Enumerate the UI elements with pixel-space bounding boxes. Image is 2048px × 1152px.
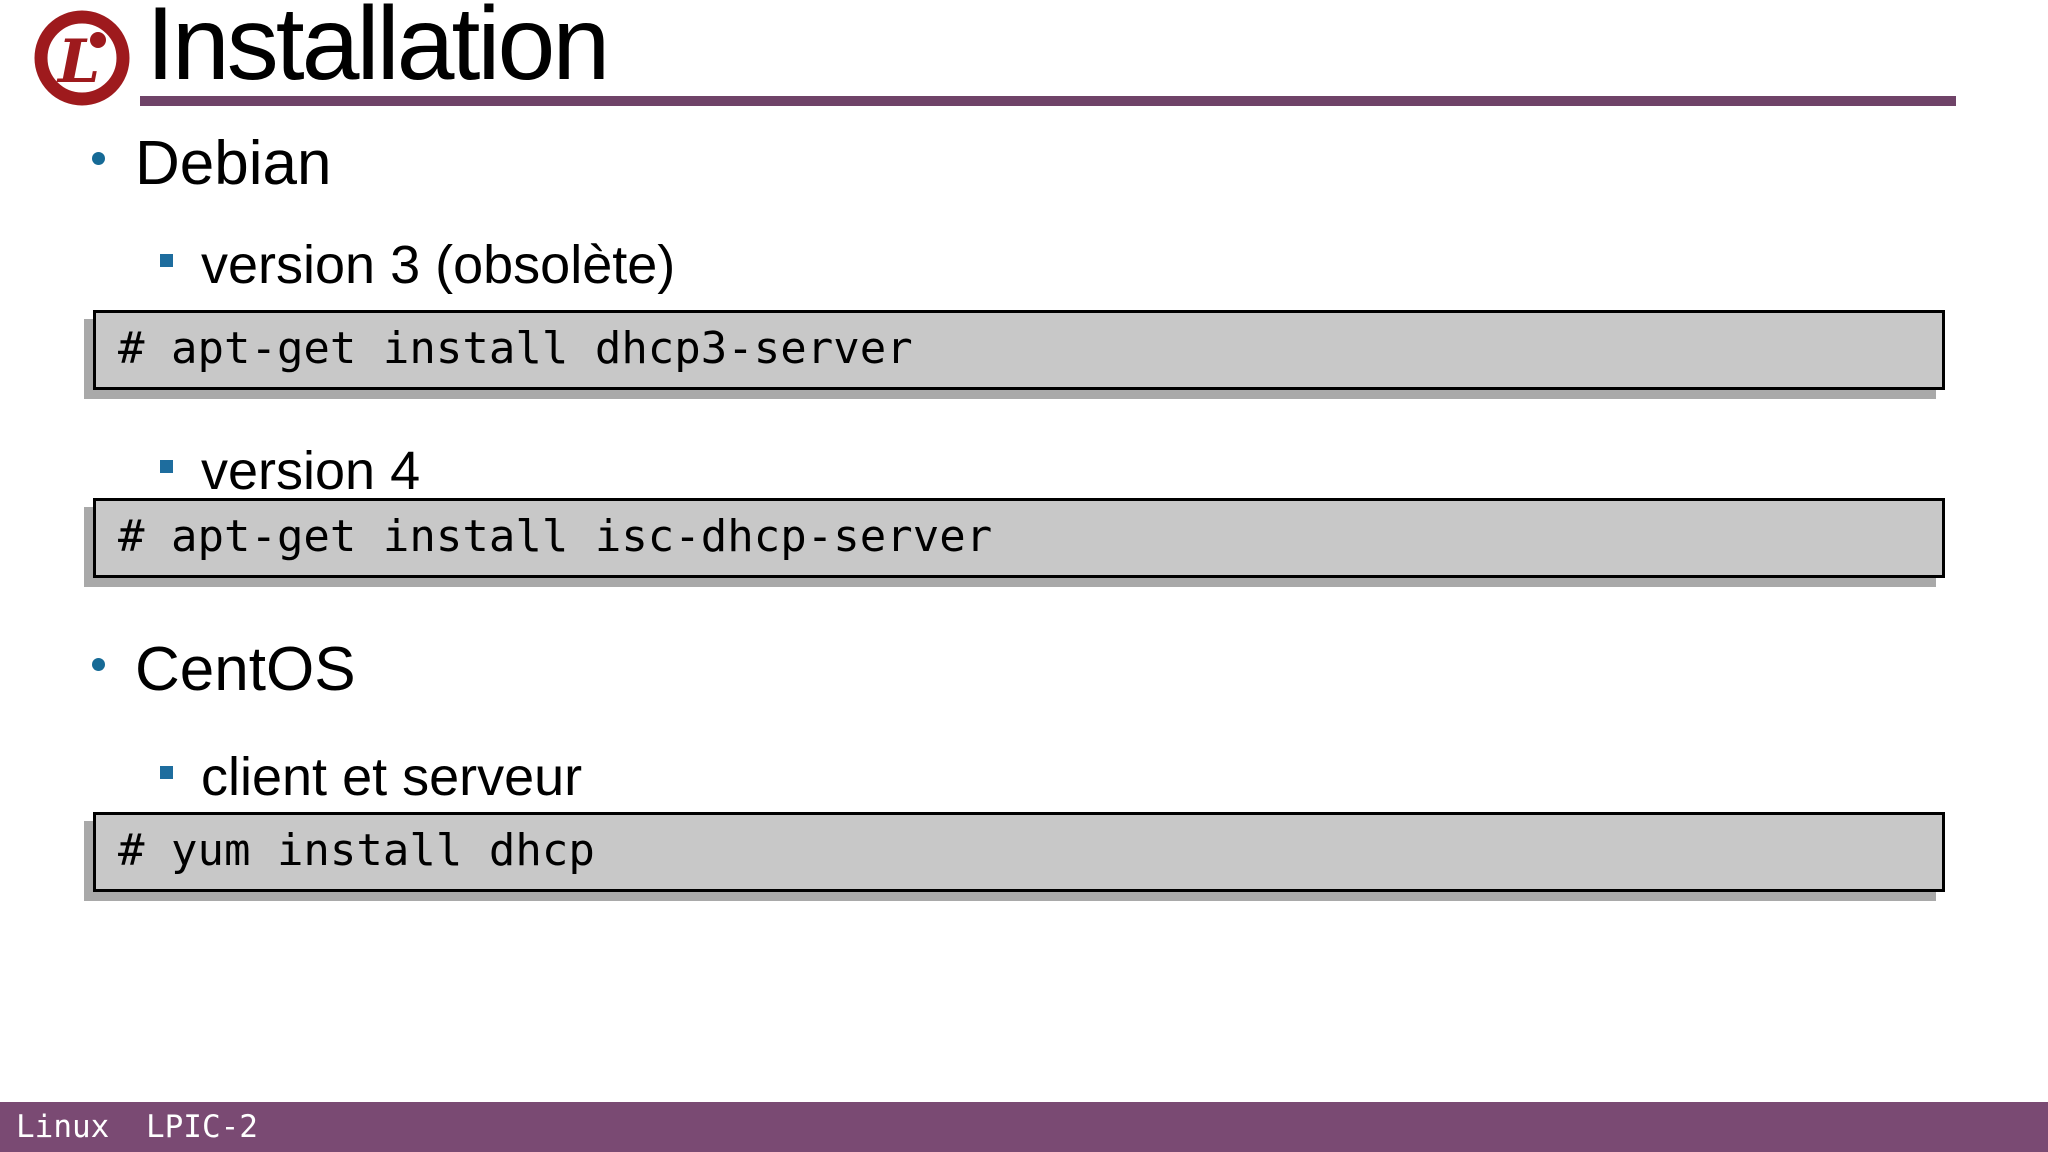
bullet-label: version 4 (201, 441, 421, 501)
bullet-item-client-serveur: client et serveur (160, 744, 582, 810)
bullet-label: client et serveur (201, 747, 583, 807)
bullet-square-icon (160, 765, 173, 779)
bullet-dot-icon (92, 657, 105, 671)
footer-bar: Linux LPIC-2 tout droits réservés noelma… (0, 1102, 2048, 1152)
bullet-square-icon (160, 253, 173, 267)
footer-copyright-text: tout droits réservés noelmace.com© autor… (473, 1102, 2036, 1152)
page-title: Installation (146, 0, 610, 102)
bullet-dot-icon (92, 151, 105, 165)
title-underline (140, 96, 1956, 106)
bullet-label: version 3 (obsolète) (201, 235, 676, 295)
code-box-isc-dhcp-server: # apt-get install isc-dhcp-server (93, 498, 1945, 578)
bullet-item-version3: version 3 (obsolète) (160, 232, 675, 298)
bullet-item-centos: CentOS (92, 632, 356, 708)
code-box-dhcp3-server: # apt-get install dhcp3-server (93, 310, 1945, 390)
code-box-yum-dhcp: # yum install dhcp (93, 812, 1945, 892)
bullet-item-debian: Debian (92, 126, 331, 202)
footer-course-label: Linux LPIC-2 (16, 1109, 258, 1145)
bullet-label: Debian (135, 129, 332, 198)
lpi-logo-icon: L (34, 10, 130, 106)
bullet-label: CentOS (135, 635, 356, 704)
bullet-square-icon (160, 459, 173, 473)
bullet-item-version4: version 4 (160, 438, 420, 504)
